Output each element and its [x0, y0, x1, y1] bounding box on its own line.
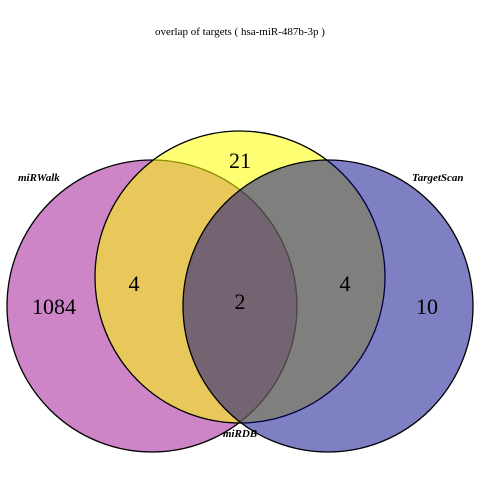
region-count-mirdb-targetscan: 4	[340, 271, 351, 296]
venn-circles	[6, 130, 474, 453]
chart-title: overlap of targets ( hsa-miR-487b-3p )	[155, 26, 325, 38]
region-count-mirwalk-only: 1084	[32, 294, 76, 319]
region-count-targetscan-only: 10	[416, 294, 438, 319]
venn-circle-targetscan	[182, 159, 474, 453]
set-label-targetscan: TargetScan	[412, 172, 464, 184]
set-label-mirwalk: miRWalk	[18, 172, 60, 184]
set-label-mirdb: miRDB	[223, 428, 257, 440]
region-count-all-three: 2	[235, 289, 246, 314]
region-count-mirdb-only: 21	[229, 148, 251, 173]
region-count-mirwalk-mirdb: 4	[129, 271, 140, 296]
